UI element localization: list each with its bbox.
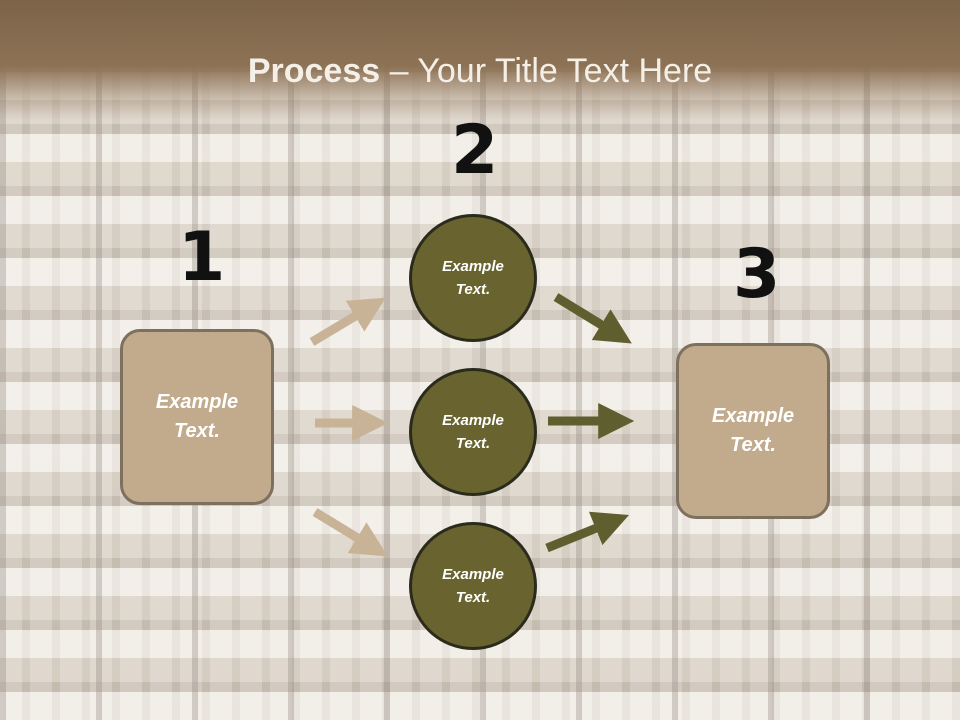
arrow-2c-to-3	[545, 511, 630, 553]
step-3-number: 3	[733, 235, 781, 314]
step-2-circle-bottom: Example Text.	[409, 522, 537, 650]
title-band	[0, 0, 960, 120]
arrow-1-to-2c	[312, 508, 388, 557]
step-2-circle-middle: Example Text.	[409, 368, 537, 496]
step-2-number: 2	[451, 111, 499, 190]
step-3-box: Example Text.	[676, 343, 830, 519]
step-2-circle-top: Example Text.	[409, 214, 537, 342]
step-2-text-top: Example Text.	[442, 258, 504, 298]
step-1-number: 1	[178, 218, 226, 297]
step-1-text: Example Text.	[155, 391, 239, 442]
step-3-text: Example Text.	[711, 405, 795, 456]
step-2-text-bottom: Example Text.	[442, 566, 504, 606]
slide-title: Process – Your Title Text Here	[0, 52, 960, 91]
title-rest: – Your Title Text Here	[380, 52, 713, 90]
title-bold: Process	[247, 52, 381, 90]
arrow-2a-to-3	[553, 293, 632, 344]
step-1-box: Example Text.	[120, 329, 274, 505]
arrow-1-to-2a	[309, 297, 386, 346]
step-2-text-middle: Example Text.	[442, 412, 504, 452]
